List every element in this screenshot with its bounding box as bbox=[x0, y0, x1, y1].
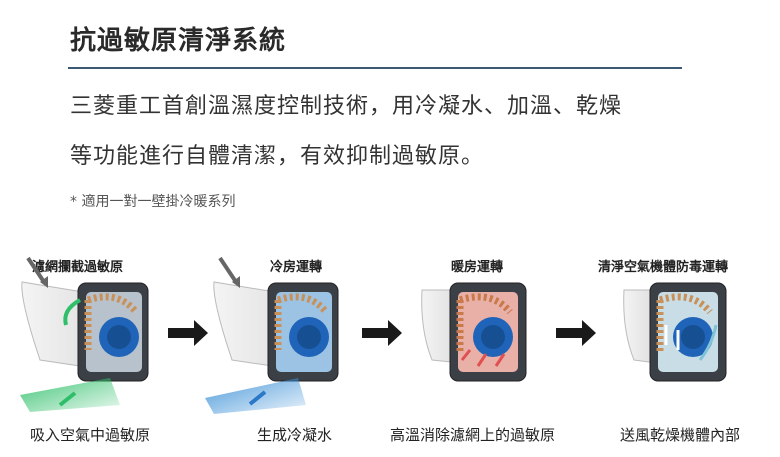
applicability-note: * 適用一對一壁掛冷暖系列 bbox=[70, 194, 236, 210]
step-2-caption: 生成冷凝水 bbox=[257, 426, 333, 444]
unit-4-drying bbox=[623, 282, 727, 382]
step-4-label: 清淨空氣機體防毒運轉 bbox=[598, 260, 729, 275]
intake-arrow-icon bbox=[218, 256, 238, 284]
intake-arrow-icon bbox=[26, 256, 46, 284]
step-2-label: 冷房運轉 bbox=[270, 260, 323, 275]
description-line-1: 三菱重工首創溫濕度控制技術，用冷凝水、加溫、乾燥 bbox=[70, 94, 623, 119]
title-divider bbox=[68, 67, 682, 69]
right-arrow-icon bbox=[168, 320, 208, 346]
unit-1-air-intake bbox=[20, 256, 149, 412]
unit-2-cooling bbox=[205, 256, 339, 414]
right-arrow-icon bbox=[556, 320, 596, 346]
step-1-caption: 吸入空氣中過敏原 bbox=[30, 426, 151, 444]
step-3-label: 暖房運轉 bbox=[451, 260, 504, 275]
step-1-label: 濾網攔截過敏原 bbox=[32, 260, 124, 275]
step-4-caption: 送風乾燥機體內部 bbox=[620, 426, 741, 444]
right-arrow-icon bbox=[362, 320, 402, 346]
description-line-2: 等功能進行自體清潔，有效抑制過敏原。 bbox=[70, 144, 485, 169]
step-3-caption: 高溫消除濾網上的過敏原 bbox=[390, 426, 556, 444]
unit-3-heating bbox=[421, 282, 527, 382]
page-title: 抗過敏原清淨系統 bbox=[70, 26, 287, 56]
